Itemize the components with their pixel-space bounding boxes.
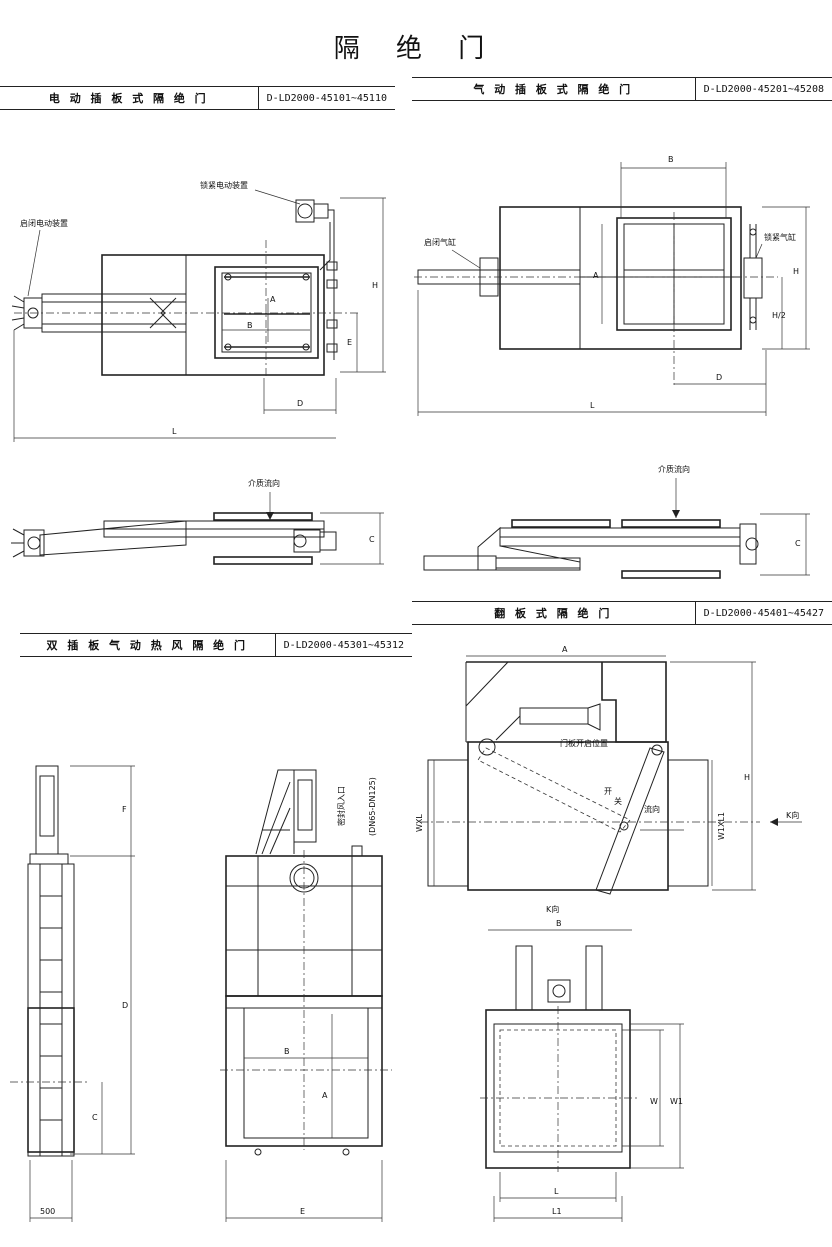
- electric-dim-d: D: [297, 399, 303, 408]
- flap-cylinder: [519, 707, 589, 725]
- pneumatic-dim-h: H: [793, 267, 799, 276]
- electric-dim-e: E: [347, 338, 352, 347]
- electric-gate-opening: [214, 266, 319, 359]
- pneumatic-dim-b: B: [668, 155, 674, 164]
- pneumatic-flow-label: 介质流向: [658, 464, 690, 474]
- electric-plan-view: 锁紧电动装置 启闭电动装置 H E A B D L: [11, 180, 386, 442]
- electric-frame-body: [101, 254, 325, 376]
- double-dim-a: A: [322, 1091, 328, 1100]
- header-pneumatic: 气 动 插 板 式 隔 绝 门 D-LD2000-45201~45208: [412, 77, 832, 101]
- flap-plate: [595, 747, 665, 895]
- electric-dim-b: B: [247, 321, 253, 330]
- flap-dim-l: L: [554, 1187, 559, 1196]
- double-front-view: 密封风入口 (DN65-DN125) B A E: [220, 769, 392, 1222]
- page-title: 隔 绝 门: [333, 34, 499, 64]
- header-flap-name: 翻 板 式 隔 绝 门: [494, 607, 613, 620]
- flap-dim-w1xl1: W1XL1: [717, 812, 726, 840]
- double-dim-d: D: [122, 1001, 128, 1010]
- header-double: 双 插 板 气 动 热 风 隔 绝 门 D-LD2000-45301~45312: [20, 633, 412, 657]
- flap-close-label: 关: [614, 796, 622, 806]
- double-dim-500: 500: [40, 1207, 55, 1216]
- pneumatic-lock-cylinder: [743, 257, 763, 299]
- flap-k-view: K向 B W W1 L L1: [480, 904, 684, 1222]
- electric-open-close-device-label: 启闭电动装置: [20, 218, 68, 228]
- electric-dim-c: C: [369, 535, 375, 544]
- pneumatic-plan-view: 启闭气缸 锁紧气缸 B A H H/2 D L: [414, 155, 810, 416]
- flap-body: [467, 741, 669, 891]
- pneumatic-lock-cylinder-label: 锁紧气缸: [764, 232, 796, 242]
- double-dim-e: E: [300, 1207, 305, 1216]
- header-pneumatic-code: D-LD2000-45201~45208: [694, 78, 832, 100]
- double-dim-f: F: [122, 805, 127, 814]
- flap-side-view: 门板开启位置 开 关 流向 K向 A H WXL W1XL1: [415, 645, 802, 895]
- flap-dim-h: H: [744, 773, 750, 782]
- flap-plate-position-label: 门板开启位置: [560, 738, 608, 748]
- flap-k-dir-label: K向: [786, 810, 799, 820]
- electric-dim-h: H: [372, 281, 378, 290]
- double-dim-b: B: [284, 1047, 290, 1056]
- pneumatic-side-view: 介质流向 C: [423, 464, 810, 579]
- pneumatic-dim-h2: H/2: [772, 311, 786, 320]
- double-side-view: F D C 500: [10, 765, 135, 1222]
- header-electric-code: D-LD2000-45101~45110: [257, 87, 395, 109]
- header-electric: 电 动 插 板 式 隔 绝 门 D-LD2000-45101~45110: [0, 86, 395, 110]
- flap-dim-wxl: WXL: [415, 814, 424, 832]
- header-double-name: 双 插 板 气 动 热 风 隔 绝 门: [46, 639, 249, 652]
- double-seal-spec-label: (DN65-DN125): [368, 777, 377, 836]
- pneumatic-cylinder-label: 启闭气缸: [424, 237, 456, 247]
- electric-dim-l: L: [172, 427, 177, 436]
- electric-flow-label: 介质流向: [248, 478, 280, 488]
- header-electric-name: 电 动 插 板 式 隔 绝 门: [48, 92, 209, 105]
- pneumatic-dim-d: D: [716, 373, 722, 382]
- double-dim-c: C: [92, 1113, 98, 1122]
- flap-flow-label: 流向: [644, 804, 660, 814]
- double-seal-inlet-label: 密封风入口: [336, 786, 346, 826]
- flap-k-dim-b: B: [556, 919, 562, 928]
- electric-lock-device-label: 锁紧电动装置: [200, 180, 248, 190]
- flap-dim-w: W: [650, 1097, 658, 1106]
- electric-dim-a: A: [270, 295, 276, 304]
- pneumatic-dim-l: L: [590, 401, 595, 410]
- double-cylinder-front: [293, 769, 317, 843]
- header-double-code: D-LD2000-45301~45312: [274, 634, 412, 656]
- double-inspection-port: [289, 863, 319, 893]
- header-pneumatic-name: 气 动 插 板 式 隔 绝 门: [473, 83, 634, 96]
- pneumatic-dim-c: C: [795, 539, 801, 548]
- flap-dim-w1: W1: [670, 1097, 683, 1106]
- pneumatic-frame-body: [499, 206, 742, 350]
- double-cylinder-side: [35, 765, 59, 855]
- flap-k-view-label: K向: [546, 904, 559, 914]
- double-body-side: [27, 863, 75, 1157]
- electric-side-view: 介质流向 C: [11, 478, 384, 565]
- flap-dim-a: A: [562, 645, 568, 654]
- header-flap-code: D-LD2000-45401~45427: [694, 602, 832, 624]
- header-flap: 翻 板 式 隔 绝 门 D-LD2000-45401~45427: [412, 601, 832, 625]
- flap-dim-l1: L1: [552, 1207, 562, 1216]
- flap-open-label: 开: [604, 787, 612, 796]
- pneumatic-dim-a: A: [593, 271, 599, 280]
